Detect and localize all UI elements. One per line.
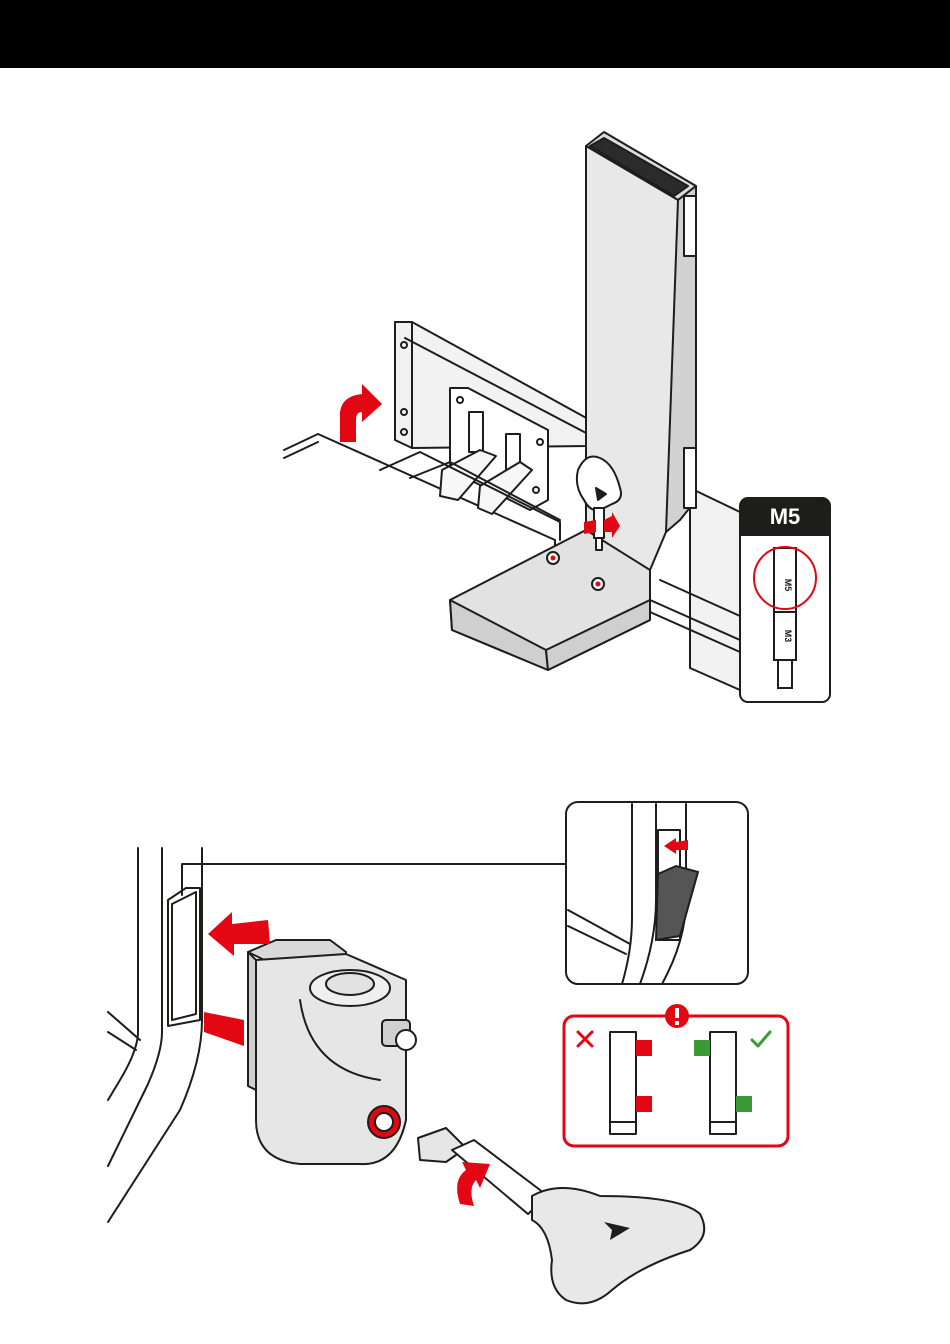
rotate-arrow-icon: [340, 384, 382, 442]
rotate-arrow-icon: [457, 1162, 490, 1206]
step2-illustration: [0, 780, 950, 1344]
screwdriver-handle: [532, 1188, 704, 1303]
bit-marking-m5: M5: [783, 579, 793, 592]
step1-illustration: M5 M3: [0, 0, 950, 720]
bit-size-badge: M5: [740, 498, 830, 536]
bit-marking-m3: M3: [783, 630, 793, 643]
orientation-warning-panel: [564, 1016, 788, 1146]
extrusion: [690, 488, 740, 690]
